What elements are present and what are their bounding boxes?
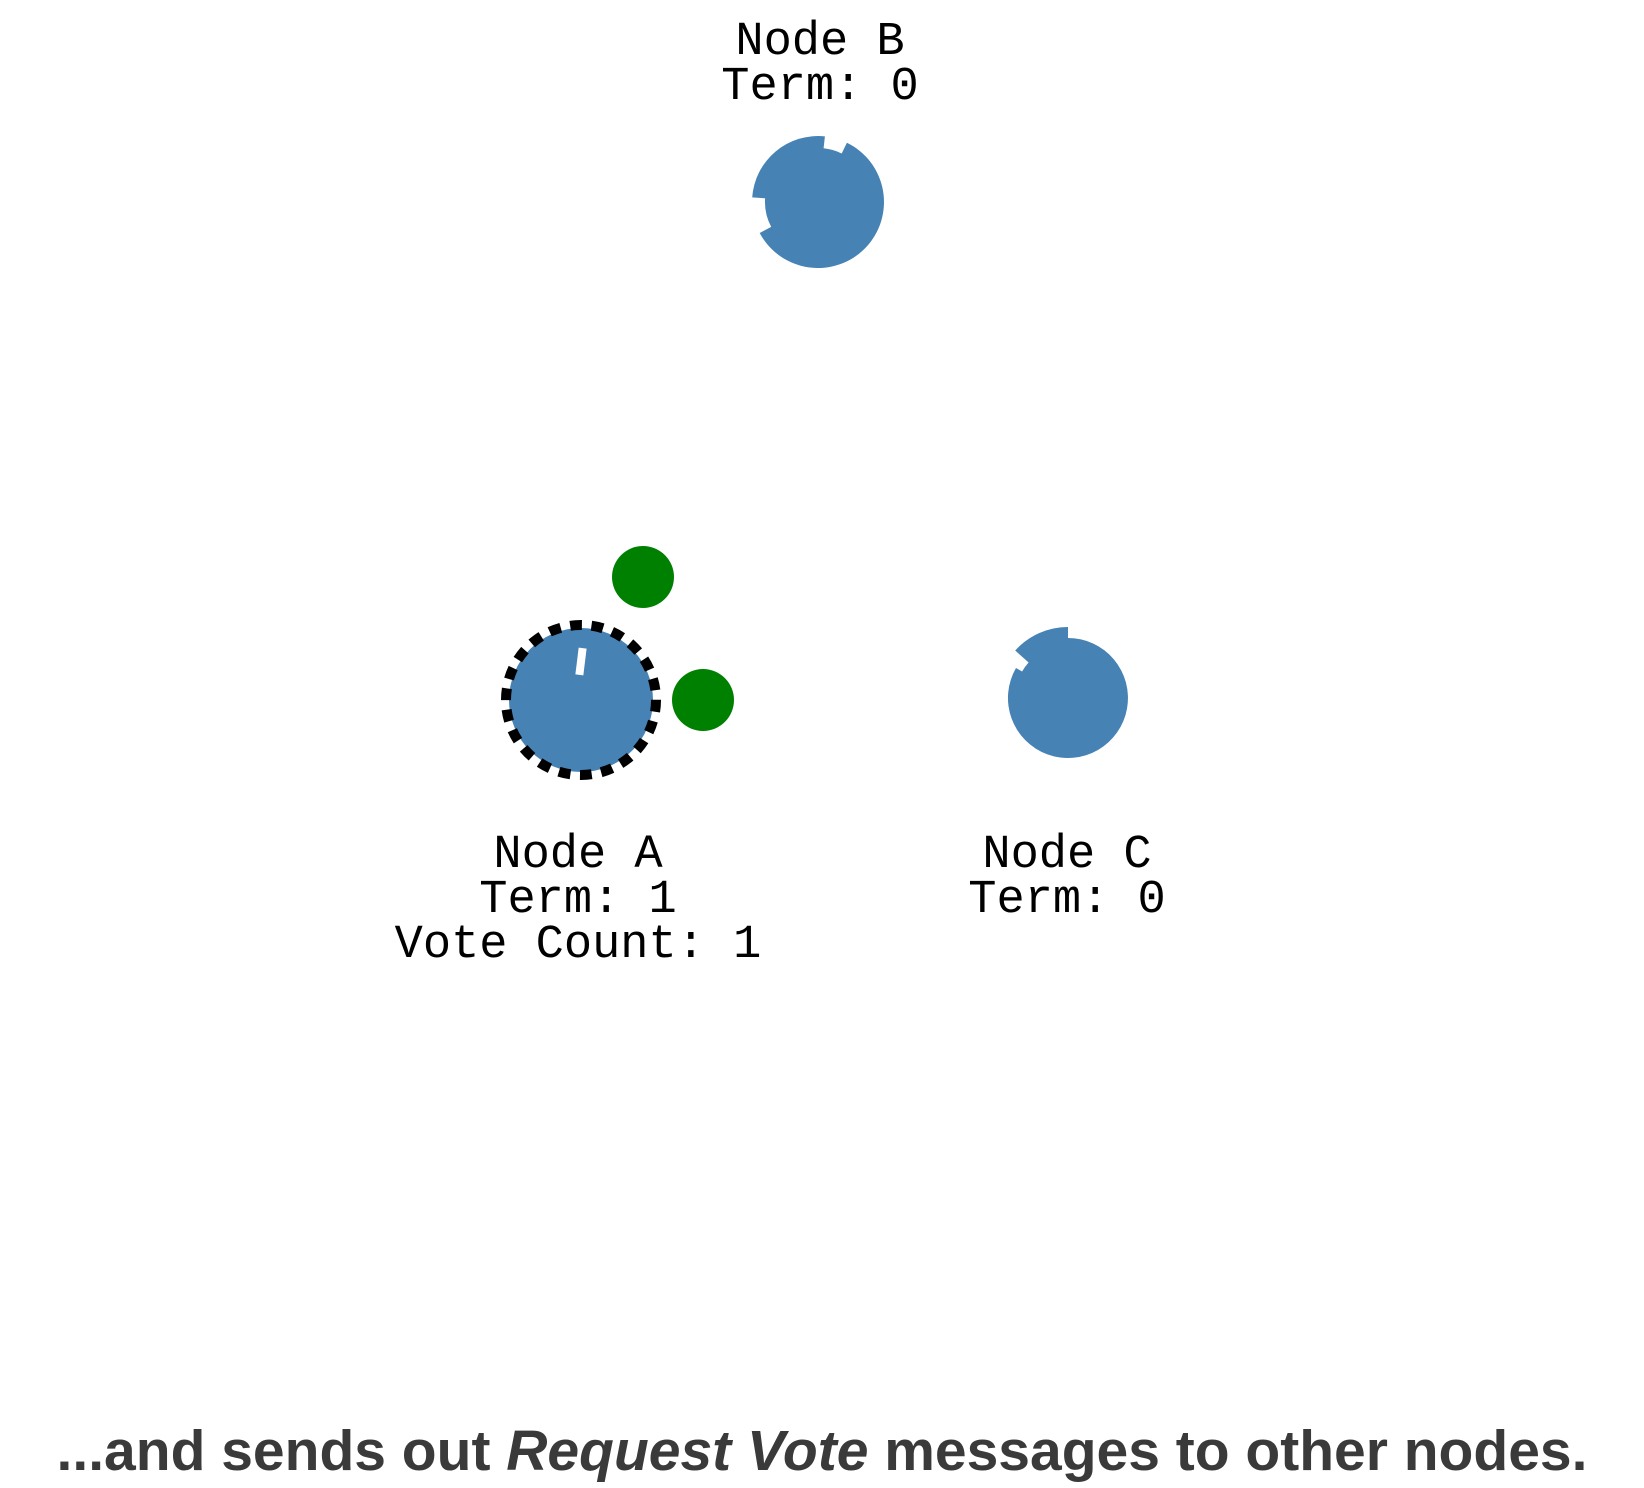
node-b-label: Node B Term: 0 <box>721 16 919 114</box>
caption: ...and sends out Request Vote messages t… <box>0 1420 1644 1482</box>
election-timer-tick <box>575 647 587 676</box>
node-a-name: Node A <box>493 829 663 882</box>
node-a-candidate-circle[interactable] <box>501 620 661 780</box>
node-c-label: Node C Term: 0 <box>968 829 1166 927</box>
node-a-label: Node A Term: 1 Vote Count: 1 <box>394 829 762 972</box>
request-vote-message-dot <box>672 669 734 731</box>
caption-prefix: ...and sends out <box>56 1419 507 1483</box>
candidate-dashed-ring <box>501 620 661 780</box>
node-b-name: Node B <box>735 16 905 69</box>
node-c-term: Term: 0 <box>968 874 1166 927</box>
caption-emphasis: Request Vote <box>506 1419 869 1483</box>
request-vote-message-dot <box>612 546 674 608</box>
node-a-vote-count: Vote Count: 1 <box>394 919 762 972</box>
node-a-term: Term: 1 <box>479 874 677 927</box>
node-b-term: Term: 0 <box>721 61 919 114</box>
node-c-name: Node C <box>982 829 1152 882</box>
node-b-timer-circle[interactable] <box>752 136 884 269</box>
node-c-timer-circle[interactable] <box>1007 627 1128 759</box>
node-a-disc <box>509 628 653 772</box>
caption-suffix: messages to other nodes. <box>868 1419 1588 1483</box>
